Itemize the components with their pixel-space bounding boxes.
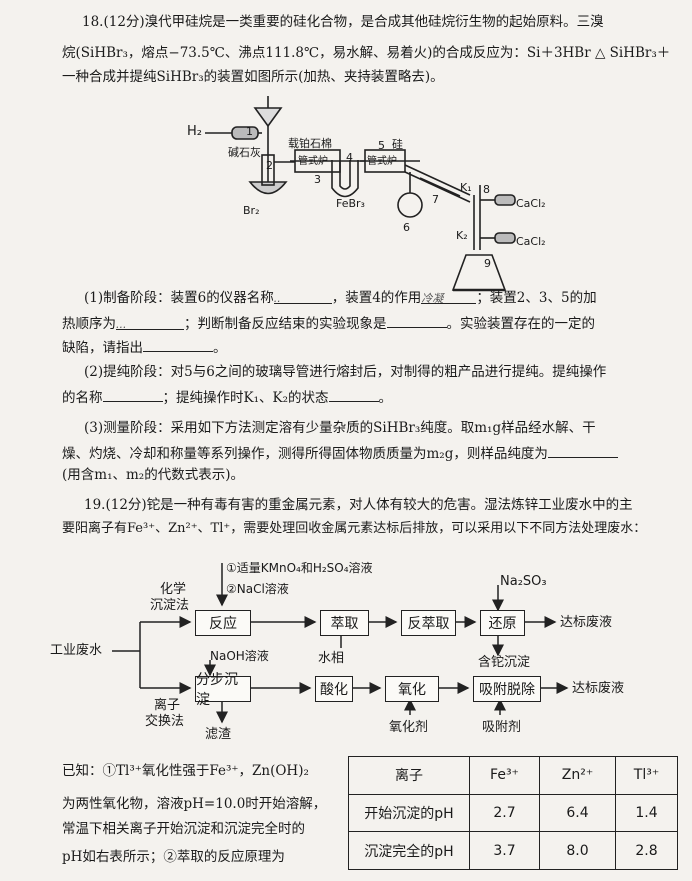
flow-aqueous-phase: 水相 <box>318 651 345 666</box>
table-cell: 1.4 <box>615 793 678 833</box>
flow-oxidant: 氧化剂 <box>389 720 429 735</box>
q18-part1-line2: 热顺序为...；判断制备反应结束的实验现象是。实验装置存在的一定的 <box>62 313 595 333</box>
q18-intro-line3: 一种合成并提纯SiHBr₃的装置如图所示(加热、夹持装置略去)。 <box>62 69 444 85</box>
label-soda-lime: 碱石灰 <box>228 146 261 159</box>
table-row: 沉淀完全的pH 3.7 8.0 2.8 <box>348 831 678 870</box>
label-n5: 5 <box>378 139 385 152</box>
flow-adsorbent: 吸附剂 <box>482 720 522 735</box>
q18-part1-line3: 缺陷，请指出。 <box>62 337 227 357</box>
label-n4: 4 <box>346 151 353 164</box>
q19-known-line2: 为两性氧化物，溶液pH=10.0时开始溶解， <box>62 796 327 812</box>
label-n3: 3 <box>314 173 321 186</box>
q19-known-line1: 已知：①Tl³⁺氧化性强于Fe³⁺，Zn(OH)₂ <box>62 763 309 779</box>
flow-tl-precipitate: 含铊沉淀 <box>478 655 531 670</box>
table-row: 离子 Fe³⁺ Zn²⁺ Tl³⁺ <box>348 756 678 795</box>
label-cacl2-2: CaCl₂ <box>516 235 546 248</box>
label-h2: H₂ <box>187 124 202 139</box>
flow-box-step-precipitation: 分步沉淀 <box>195 672 251 708</box>
q19-intro-line2: 要阳离子有Fe³⁺、Zn²⁺、Tl⁺，需要处理回收金属元素达标后排放，可以采用以… <box>62 521 647 536</box>
table-row: 开始沉淀的pH 2.7 6.4 1.4 <box>348 793 678 833</box>
table-header-cell: Zn²⁺ <box>539 756 617 795</box>
flow-reagent-2: ②NaCl溶液 <box>226 582 289 596</box>
label-febr3: FeBr₃ <box>336 197 365 210</box>
flow-naoh: NaOH溶液 <box>210 649 269 663</box>
flow-reagent-1: ①适量KMnO₄和H₂SO₄溶液 <box>226 561 373 575</box>
label-n8: 8 <box>483 183 490 196</box>
table-cell: 开始沉淀的pH <box>348 793 470 833</box>
q18-part2-line2: 的名称；提纯操作时K₁、K₂的状态。 <box>62 387 392 407</box>
table-cell: 8.0 <box>539 831 617 870</box>
flow-qualified-1: 达标废液 <box>560 615 613 630</box>
flow-qualified-2: 达标废液 <box>572 681 625 696</box>
flow-na2so3: Na₂SO₃ <box>500 574 547 589</box>
ph-table: 离子 Fe³⁺ Zn²⁺ Tl³⁺ 开始沉淀的pH 2.7 6.4 1.4 沉淀… <box>348 756 678 870</box>
label-tube-furnace-2: 管式炉 <box>367 156 397 167</box>
flow-method-chemical-line1: 化学 <box>160 582 187 597</box>
q18-part2-line1: (2)提纯阶段：对5与6之间的玻璃导管进行熔封后，对制得的粗产品进行提纯。提纯操… <box>84 364 607 380</box>
flow-box-back-extraction: 反萃取 <box>401 610 456 636</box>
label-n2: 2 <box>266 159 273 172</box>
q18-part1-line1: (1)制备阶段：装置6的仪器名称..，装置4的作用冷凝；装置2、3、5的加 <box>84 290 597 306</box>
flow-box-extraction: 萃取 <box>320 610 369 636</box>
q19-known-line3: 常温下相关离子开始沉淀和沉淀完全时的 <box>62 821 305 837</box>
table-header-cell: Fe³⁺ <box>468 756 541 795</box>
q18-part3-line1: (3)测量阶段：采用如下方法测定溶有少量杂质的SiHBr₃纯度。取m₁g样品经水… <box>84 420 596 436</box>
table-cell: 2.7 <box>468 793 541 833</box>
label-n9: 9 <box>484 257 491 270</box>
table-cell: 沉淀完全的pH <box>348 831 470 870</box>
label-cacl2-1: CaCl₂ <box>516 197 546 210</box>
flow-residue: 滤渣 <box>205 727 232 742</box>
table-header-cell: 离子 <box>348 756 470 795</box>
flow-box-oxidation: 氧化 <box>385 676 439 702</box>
label-n6: 6 <box>403 221 410 234</box>
flow-method-ion-line2: 交换法 <box>145 714 185 729</box>
table-header-cell: Tl³⁺ <box>615 756 678 795</box>
label-pt-asbestos: 载铂石棉 <box>288 137 332 150</box>
q19-known-line4: pH如右表所示；②萃取的反应原理为 <box>62 849 285 865</box>
q18-intro-line1: 18.(12分)溴代甲硅烷是一类重要的硅化合物，是合成其他硅烷衍生物的起始原料。… <box>82 14 604 30</box>
q19-intro-line1: 19.(12分)铊是一种有毒有害的重金属元素，对人体有较大的危害。湿法炼锌工业废… <box>84 497 633 513</box>
table-cell: 6.4 <box>539 793 617 833</box>
label-si: 硅 <box>392 138 403 151</box>
flow-method-ion-line1: 离子 <box>154 698 181 713</box>
flow-box-reaction: 反应 <box>195 610 251 636</box>
label-k2: K₂ <box>456 229 468 242</box>
q18-intro-line2: 烷(SiHBr₃，熔点−73.5℃、沸点111.8℃，易水解、易着火)的合成反应… <box>62 45 671 61</box>
q18-part3-line2: 燥、灼烧、冷却和称量等系列操作，测得所得固体物质质量为m₂g，则样品纯度为 <box>62 443 618 463</box>
label-n7: 7 <box>432 193 439 206</box>
flow-box-desorption: 吸附脱除 <box>473 676 541 702</box>
label-k1: K₁ <box>460 181 472 194</box>
flow-method-chemical-line2: 沉淀法 <box>150 598 190 613</box>
label-tube-furnace-1: 管式炉 <box>298 156 328 167</box>
flow-box-reduction: 还原 <box>480 610 525 636</box>
table-cell: 2.8 <box>615 831 678 870</box>
q18-part3-line3: (用含m₁、m₂的代数式表示)。 <box>62 467 244 483</box>
label-br2: Br₂ <box>243 204 260 217</box>
flow-feed: 工业废水 <box>50 643 103 658</box>
table-cell: 3.7 <box>468 831 541 870</box>
label-n1: 1 <box>246 125 253 138</box>
flow-box-acidify: 酸化 <box>315 676 353 702</box>
